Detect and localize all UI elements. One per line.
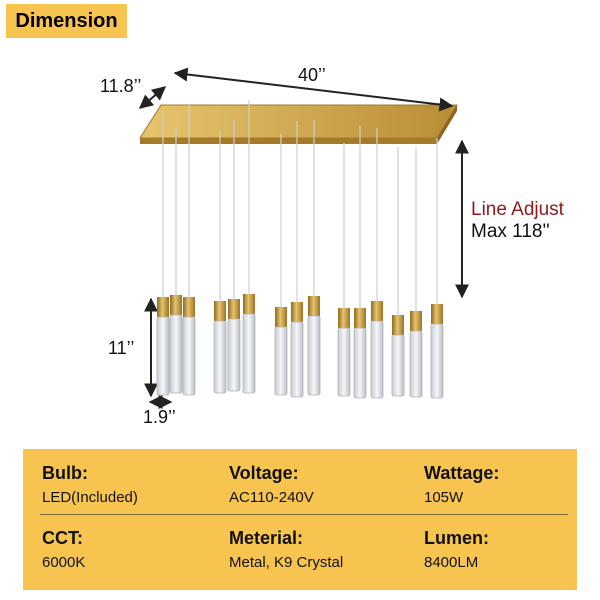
- spec-material: Meterial: Metal, K9 Crystal: [229, 528, 343, 572]
- spec-key: Bulb:: [42, 463, 88, 483]
- spec-voltage: Voltage: AC110-240V: [229, 463, 314, 507]
- spec-key: Lumen:: [424, 528, 489, 548]
- spec-panel: Bulb: LED(Included) Voltage: AC110-240V …: [23, 449, 577, 590]
- pendant: [227, 120, 241, 392]
- line-adjust-label: Line Adjust: [471, 199, 564, 220]
- pendant: [370, 128, 384, 399]
- pendant: [182, 104, 196, 396]
- spec-key: Voltage:: [229, 463, 299, 483]
- pendant: [337, 143, 351, 397]
- pendant: [409, 147, 423, 398]
- spec-value: 6000K: [42, 554, 86, 571]
- spec-value: AC110-240V: [229, 489, 314, 506]
- pendant: [242, 100, 256, 394]
- dimension-title: Dimension: [15, 9, 118, 32]
- spec-key: CCT:: [42, 528, 83, 548]
- spec-cct: CCT: 6000K: [42, 528, 85, 572]
- pendant-diameter-label: 1.9’’: [143, 407, 176, 427]
- pendant: [169, 128, 183, 394]
- width-arrow: [173, 67, 454, 112]
- depth-arrow: [138, 86, 167, 109]
- chandelier-illustration: [138, 67, 469, 409]
- pendant-height-label: 11’’: [108, 338, 135, 358]
- spec-divider: [40, 514, 568, 515]
- pendant: [274, 134, 288, 396]
- width-label: 40’’: [298, 65, 326, 85]
- pendant: [307, 120, 321, 396]
- pendant: [290, 121, 304, 398]
- line-max-label: Max 118'': [471, 221, 550, 242]
- spec-lumen: Lumen: 8400LM: [424, 528, 489, 572]
- canopy: [139, 104, 458, 144]
- spec-wattage: Wattage: 105W: [424, 463, 499, 507]
- pendant: [156, 113, 170, 396]
- depth-label: 11.8’’: [100, 76, 142, 96]
- pendant: [391, 147, 405, 397]
- dimension-tag: Dimension: [6, 4, 127, 38]
- spec-key: Wattage:: [424, 463, 500, 483]
- pendant: [430, 138, 444, 399]
- spec-value: LED(Included): [42, 489, 138, 506]
- pendant: [213, 130, 227, 394]
- spec-bulb: Bulb: LED(Included): [42, 463, 138, 507]
- spec-value: 105W: [424, 489, 464, 506]
- pendant-group: [156, 100, 444, 399]
- spec-value: Metal, K9 Crystal: [229, 554, 344, 571]
- spec-key: Meterial:: [229, 528, 304, 548]
- pendant: [353, 126, 367, 399]
- spec-value: 8400LM: [424, 554, 479, 571]
